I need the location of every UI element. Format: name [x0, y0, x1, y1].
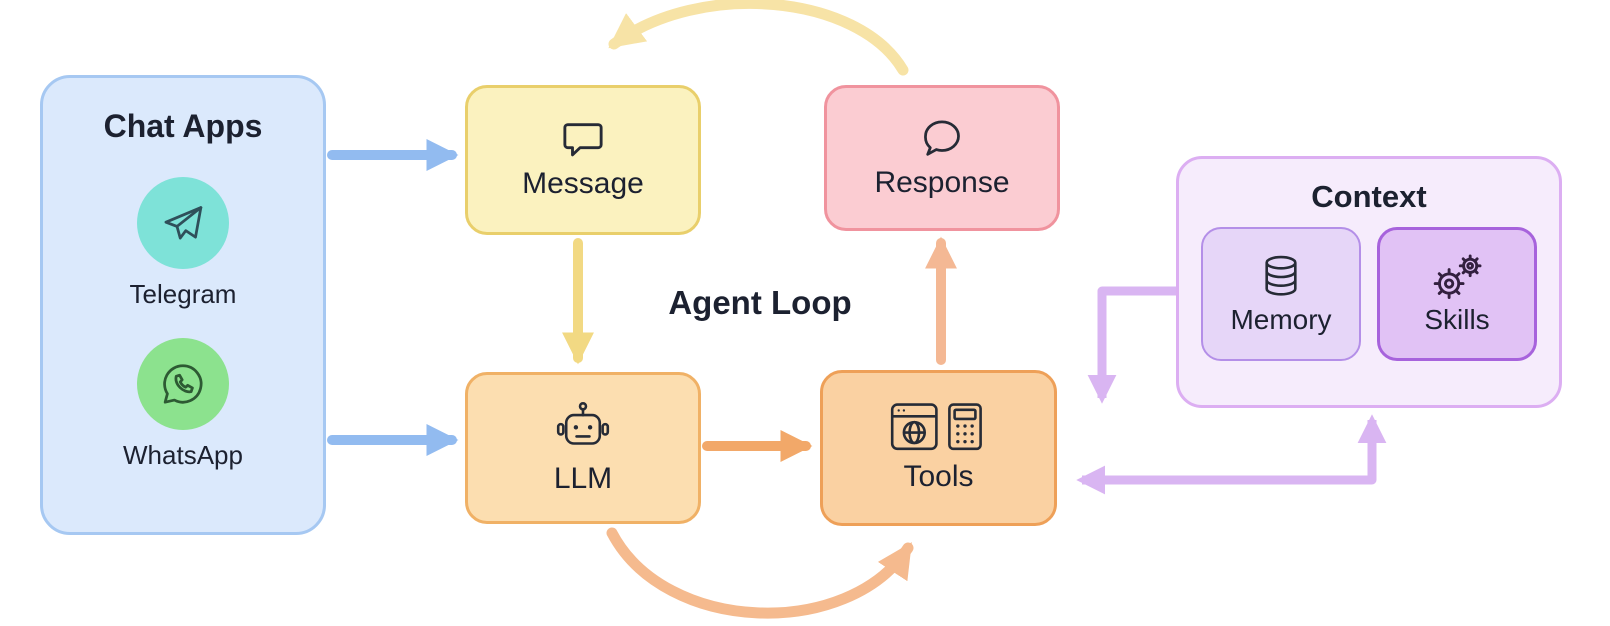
database-icon — [1255, 252, 1307, 302]
arrow-response-to-message-curve — [608, 0, 909, 76]
memory-node: Memory — [1201, 227, 1361, 361]
llm-node: LLM — [465, 372, 701, 524]
message-node: Message — [465, 85, 701, 235]
response-node: Response — [824, 85, 1060, 231]
telegram-icon — [137, 177, 229, 269]
telegram-label: Telegram — [129, 279, 237, 309]
memory-label: Memory — [1230, 304, 1332, 335]
chat-apps-title: Chat Apps — [103, 108, 263, 144]
message-label: Message — [522, 167, 644, 200]
response-label: Response — [874, 166, 1010, 199]
gears-icon — [1428, 252, 1486, 302]
whatsapp-icon — [137, 338, 229, 430]
arrow-llm-to-tools-curve — [606, 527, 914, 619]
speech-bubble-square-icon — [560, 119, 606, 161]
context-items: Memory — [1201, 227, 1537, 361]
whatsapp-label: WhatsApp — [123, 440, 243, 470]
tools-node: Tools — [820, 370, 1057, 526]
agent-loop-label: Agent Loop — [668, 284, 852, 321]
skills-node: Skills — [1377, 227, 1537, 361]
context-panel: Context Memory — [1176, 156, 1562, 408]
context-title: Context — [1311, 179, 1427, 214]
robot-icon — [552, 400, 614, 456]
skills-label: Skills — [1424, 304, 1490, 335]
arrow-context-to-tools-elbow-down — [1087, 286, 1176, 404]
browser-calculator-icon — [889, 402, 989, 454]
arrow-context-tools-elbow-left — [1076, 414, 1387, 495]
chat-apps-panel: Chat Apps Telegram WhatsApp — [40, 75, 326, 535]
speech-bubble-round-icon — [919, 116, 965, 160]
llm-label: LLM — [553, 462, 613, 495]
tools-label: Tools — [903, 460, 974, 493]
